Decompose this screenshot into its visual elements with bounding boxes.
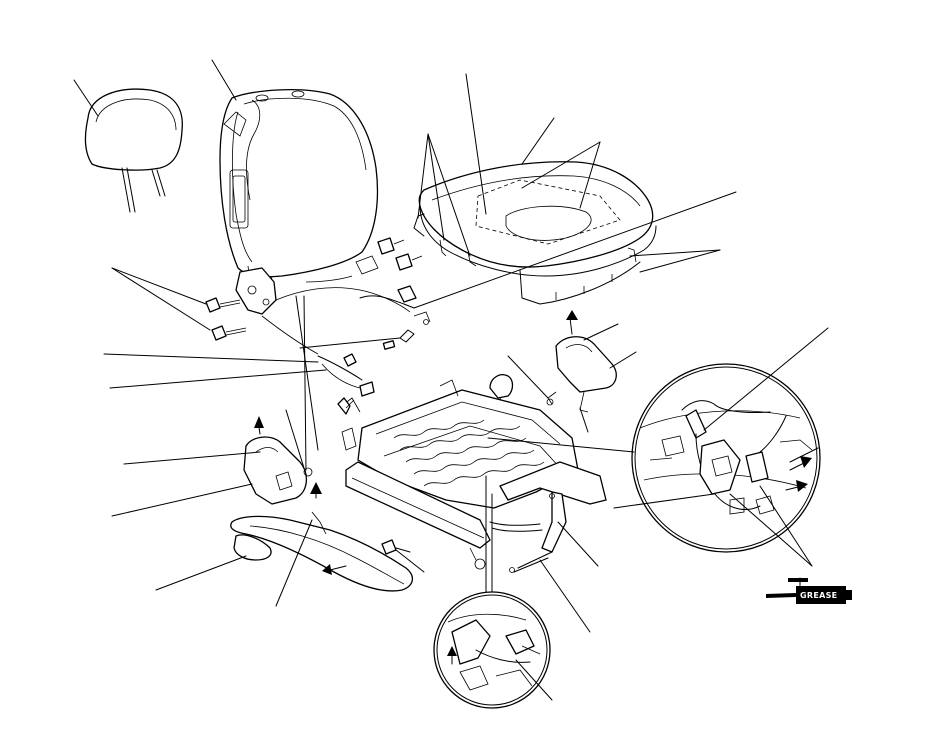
recliner-cover-left <box>243 416 322 505</box>
leader-cover-right-b <box>609 351 637 369</box>
leader-cover-right-c <box>507 355 549 399</box>
detail-view-right <box>631 363 821 553</box>
trim-clips <box>381 539 411 555</box>
side-trim <box>230 511 413 592</box>
detail-view-bottom <box>433 591 551 709</box>
headrest <box>84 88 183 213</box>
detail-right-leaders <box>487 327 829 567</box>
leader-cover-right-d <box>579 407 589 433</box>
seat-back-panel <box>261 275 415 397</box>
trim-end-cap <box>233 534 272 561</box>
recliner-cover-right <box>546 310 617 413</box>
leaders-left-cover <box>103 295 327 517</box>
bracket-bolts <box>355 237 423 275</box>
harness-clips <box>337 397 355 415</box>
seat-frame <box>341 379 607 573</box>
grease-symbol: GREASE <box>766 577 852 604</box>
leaders-trim <box>155 519 425 607</box>
detail-bottom-leaders <box>485 475 599 701</box>
seat-back-bolts <box>205 297 247 341</box>
grease-label: GREASE <box>800 591 837 600</box>
leader-bolts-b <box>111 267 211 331</box>
seat-back <box>219 88 379 315</box>
cushion-wire <box>359 285 431 325</box>
leader-bolts-a <box>111 267 207 305</box>
leader-headrest <box>73 79 99 117</box>
cushion-leaders <box>413 73 737 309</box>
seat-cushion <box>413 161 657 305</box>
leader-seat-back <box>211 59 237 101</box>
leader-cover-right-a <box>583 323 619 341</box>
